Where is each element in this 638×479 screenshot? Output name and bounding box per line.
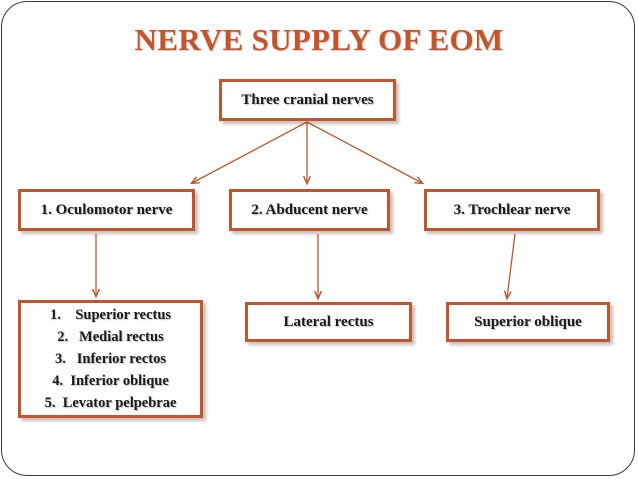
arrow-root-to-oculomotor	[192, 121, 308, 183]
list-item: 4. Inferior oblique	[52, 373, 169, 390]
list-item: 5. Levator pelpebrae	[44, 395, 177, 412]
node-abducent-label: 2. Abducent nerve	[251, 201, 368, 218]
arrow-root-to-trochlear	[306, 121, 422, 183]
node-trochlear-label: 3. Trochlear nerve	[453, 201, 571, 218]
node-oculomotor-muscle-list[interactable]: 1. Superior rectus 2. Medial rectus 3. I…	[18, 300, 203, 418]
node-lateral-rectus[interactable]: Lateral rectus	[245, 302, 412, 342]
page-title: NERVE SUPPLY OF EOM	[134, 22, 504, 57]
node-oculomotor-nerve[interactable]: 1. Oculomotor nerve	[18, 189, 195, 231]
list-item: 2. Medial rectus	[57, 328, 164, 345]
node-three-cranial-nerves[interactable]: Three cranial nerves	[219, 79, 396, 121]
arrow-trochlear-to-superior-oblique	[507, 233, 516, 298]
muscle-list: 1. Superior rectus 2. Medial rectus 3. I…	[21, 304, 200, 414]
list-item: 1. Superior rectus	[49, 306, 172, 323]
node-oculomotor-label: 1. Oculomotor nerve	[40, 201, 173, 218]
list-item: 3. Inferior rectos	[54, 350, 166, 367]
node-superior-oblique-label: Superior oblique	[474, 313, 582, 330]
node-lateral-rectus-label: Lateral rectus	[283, 313, 374, 330]
node-abducent-nerve[interactable]: 2. Abducent nerve	[229, 189, 390, 231]
node-trochlear-nerve[interactable]: 3. Trochlear nerve	[424, 189, 600, 231]
node-root-label: Three cranial nerves	[241, 91, 374, 108]
node-superior-oblique[interactable]: Superior oblique	[446, 302, 610, 342]
